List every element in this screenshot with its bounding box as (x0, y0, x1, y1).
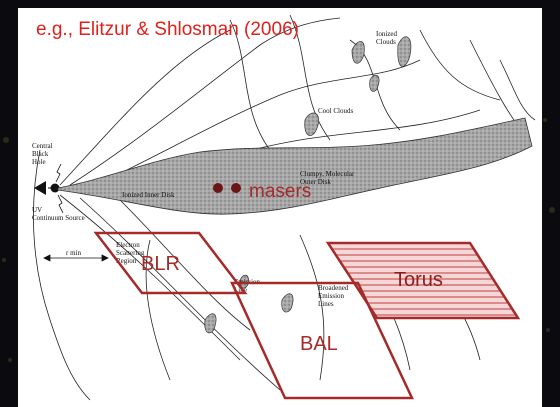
label-clumpy-1: Clumpy, Molecular (300, 170, 355, 178)
label-broadened-2: Emission (318, 292, 345, 300)
bal-label: BAL (300, 333, 338, 355)
label-broadened-1: Broadened (318, 284, 349, 292)
masers-label: masers (249, 181, 311, 202)
torus-label: Torus (394, 269, 443, 291)
label-ionized-clouds-2: Clouds (376, 38, 396, 46)
label-central-black-hole-2: Black (32, 150, 49, 158)
label-r-min: r min (66, 249, 81, 257)
label-ionized-clouds-1: Ionized (376, 30, 397, 38)
label-central-black-hole-3: Hole (32, 158, 46, 166)
label-central-black-hole-1: Central (32, 142, 53, 150)
label-uv-2: Continuum Source (32, 214, 85, 222)
label-broadened-3: Lines (318, 300, 334, 308)
label-ionized-inner-disk: Ionized Inner Disk (122, 191, 175, 199)
label-uv-1: UV (32, 206, 42, 214)
label-cool-clouds: Cool Clouds (318, 107, 353, 115)
citation-text: e.g., Elitzur & Shlosman (2006) (36, 19, 299, 40)
label-electron-1: Electron (116, 241, 140, 249)
blr-label: BLR (141, 253, 180, 275)
